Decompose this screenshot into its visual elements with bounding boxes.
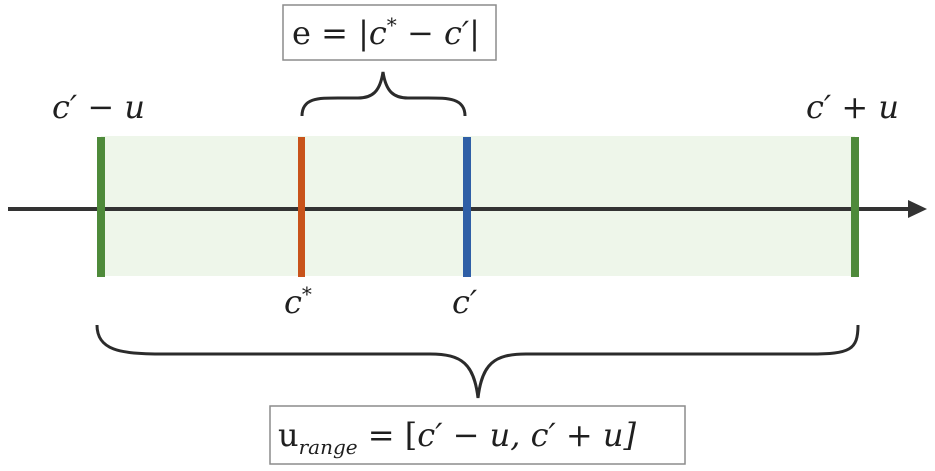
error-formula-prime: ′	[462, 14, 470, 52]
c-star-label: c*	[284, 282, 312, 321]
range-formula-u: u	[278, 416, 299, 454]
error-formula-c-prime: c	[444, 14, 462, 52]
range-formula-c2: c	[531, 416, 549, 454]
range-formula-c2-prime: ′	[548, 416, 556, 454]
error-formula-prefix: e = |	[292, 14, 369, 52]
axis-arrowhead	[908, 200, 927, 218]
range-formula-plus-u: + u]	[556, 416, 637, 454]
left-bound-label: c′ − u	[52, 88, 145, 126]
range-formula-box	[269, 405, 686, 465]
c-star-label-sup: *	[302, 282, 312, 306]
range-formula-c1: c	[417, 416, 435, 454]
c-prime-marker	[463, 137, 471, 277]
right-bound-marker	[851, 137, 859, 277]
right-bound-label: c′ + u	[806, 88, 899, 126]
error-brace	[300, 71, 467, 117]
error-formula-minus: −	[397, 14, 444, 52]
range-formula-c1-prime: ′	[435, 416, 443, 454]
c-star-label-main: c	[284, 283, 302, 321]
range-formula-equals: = [	[358, 416, 418, 454]
range-formula: urange = [c′ − u, c′ + u]	[278, 416, 637, 459]
range-formula-minus-u: − u,	[442, 416, 530, 454]
range-brace	[95, 324, 860, 399]
error-formula-box	[282, 4, 497, 61]
error-formula: e = |c* − c′|	[292, 13, 480, 52]
range-region	[101, 136, 855, 276]
c-prime-label: c′	[452, 283, 478, 321]
error-formula-star: *	[387, 13, 397, 37]
error-formula-c-star: c	[369, 14, 387, 52]
left-bound-marker	[97, 137, 105, 277]
range-formula-subscript: range	[299, 435, 358, 459]
c-star-marker	[298, 137, 305, 277]
error-formula-suffix: |	[469, 14, 480, 52]
